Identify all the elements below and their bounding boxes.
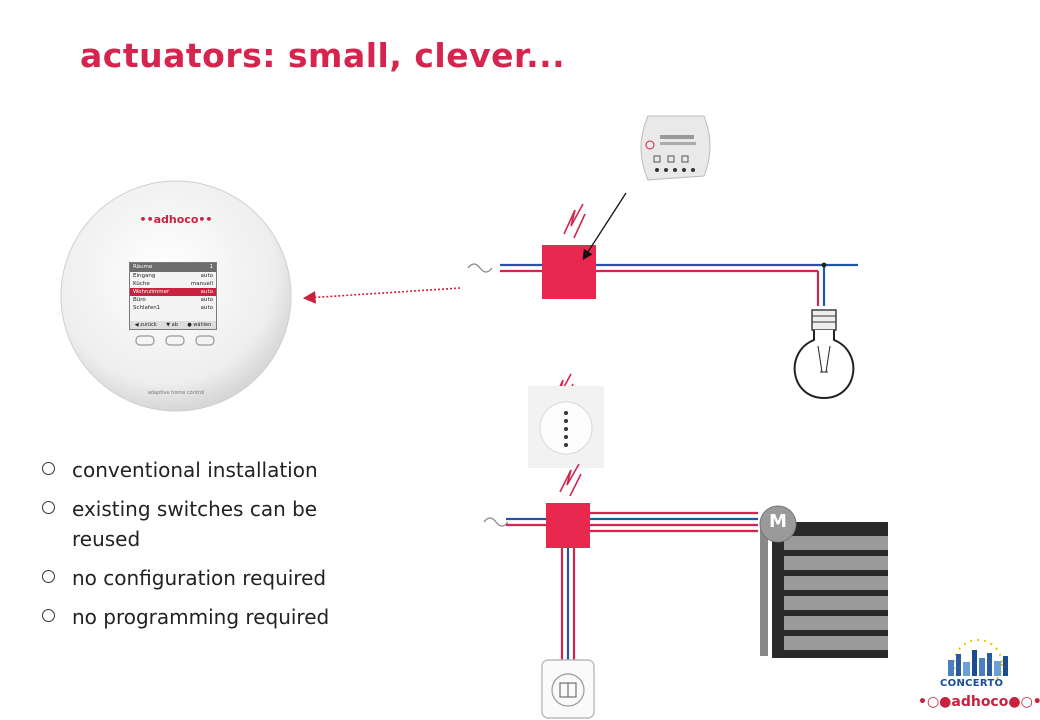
room-name: Wohnzimmer xyxy=(133,289,170,295)
screen-header: Räume 1 xyxy=(130,263,216,272)
room-mode: auto xyxy=(200,289,213,295)
panel-brand: ••adhoco•• xyxy=(139,213,213,226)
adhoco-wordmark: •○●adhoco●○• xyxy=(918,694,1040,710)
screen-row: Eingang auto xyxy=(130,272,216,280)
room-mode: manuell xyxy=(190,281,213,287)
circle-bullet-icon xyxy=(42,570,55,583)
radio-signal-icon xyxy=(563,203,584,235)
panel-tagline: adaptive home control xyxy=(147,390,205,396)
screen-header-label: Räume xyxy=(133,264,153,270)
feature-text: no programming required xyxy=(72,605,330,629)
room-mode: auto xyxy=(200,273,213,279)
screen-header-number: 1 xyxy=(209,264,214,270)
feature-item: no configuration required xyxy=(40,563,390,593)
blinds-illustration xyxy=(759,505,888,658)
motor-label: M xyxy=(769,511,787,532)
adhoco-control-panel: ••adhoco•• Räume 1 Eingang auto Küche manu… xyxy=(58,178,294,414)
room-name: Eingang xyxy=(133,273,156,279)
panel-screen: Räume 1 Eingang auto Küche manuell Wohnzim… xyxy=(129,262,217,330)
circle-bullet-icon xyxy=(42,501,55,514)
down-softkey-label: ▼ ab xyxy=(166,322,178,328)
feature-item: conventional installation xyxy=(40,455,390,485)
radio-link-arrow xyxy=(302,287,461,304)
screen-footer: ◀ zurück ▼ ab ● wählen xyxy=(130,321,216,329)
circle-bullet-icon xyxy=(42,609,55,622)
screen-row: Schlafen1 auto xyxy=(130,304,216,312)
concerto-wordmark: CONCERTO xyxy=(940,678,1004,689)
room-mode: auto xyxy=(200,297,213,303)
wall-switch-icon xyxy=(541,659,595,719)
ac-source-icon xyxy=(483,517,509,527)
circle-bullet-icon xyxy=(42,462,55,475)
actuator-module xyxy=(546,503,590,548)
screen-row: Büro auto xyxy=(130,296,216,304)
room-mode: auto xyxy=(200,305,213,311)
back-softkey-label: ◀ zurück xyxy=(134,322,157,328)
ac-source-icon xyxy=(467,263,493,273)
screen-row-selected: Wohnzimmer auto xyxy=(130,288,216,296)
radio-signal-icon xyxy=(559,463,580,493)
feature-text: no configuration required xyxy=(72,566,327,590)
room-name: Büro xyxy=(133,297,146,303)
room-name: Küche xyxy=(133,281,150,287)
screen-row: Küche manuell xyxy=(130,280,216,288)
select-softkey-label: ● wählen xyxy=(187,322,212,328)
actuator-device-photo xyxy=(640,115,711,181)
feature-item: no programming required xyxy=(40,602,390,632)
slide-title: actuators: small, clever... xyxy=(80,36,566,75)
lower-circuit xyxy=(483,463,758,662)
feature-text: existing switches can be reused xyxy=(72,497,318,551)
feature-text: conventional installation xyxy=(72,458,318,482)
pointer-arrow xyxy=(582,192,627,261)
concerto-adhoco-logo: CONCERTO •○●adhoco●○• xyxy=(918,636,1040,720)
upper-circuit xyxy=(467,203,858,400)
room-name: Schlafen1 xyxy=(133,305,161,311)
wireless-pushbutton xyxy=(528,373,604,468)
motor-icon xyxy=(759,505,797,543)
feature-item: existing switches can be reused xyxy=(40,494,390,554)
city-skyline-icon xyxy=(948,639,1008,680)
lightbulb-icon xyxy=(793,309,855,400)
feature-list: conventional installation existing switc… xyxy=(40,455,390,641)
